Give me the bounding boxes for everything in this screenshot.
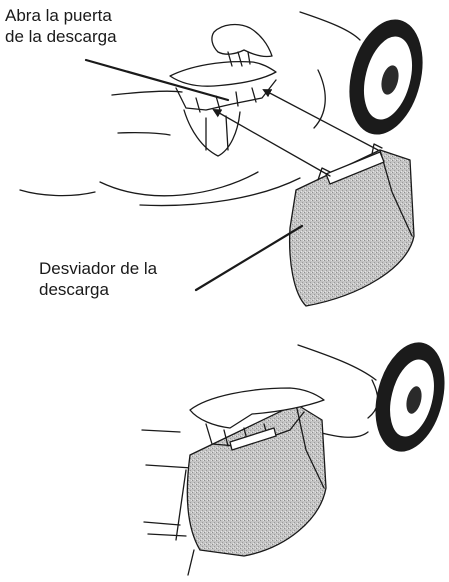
callout-open-door: Abra la puerta de la descarga (5, 5, 117, 47)
deck-outline (297, 344, 377, 381)
discharge-door-hinge (195, 87, 257, 113)
deck-outline (143, 521, 181, 526)
deck-outline (117, 131, 171, 136)
discharge-door-body (205, 115, 229, 151)
deck-outline (99, 171, 259, 197)
discharge-deflector (186, 403, 327, 557)
deck-outline (139, 177, 301, 207)
leader-line (194, 224, 304, 292)
discharge-deflector-flap (325, 151, 385, 185)
bottom-view (141, 342, 445, 576)
deck-outline (145, 464, 193, 469)
wheel-hub (406, 386, 422, 414)
discharge-deflector-edge (295, 403, 325, 489)
discharge-door (169, 60, 277, 87)
wheel-hub (381, 65, 399, 95)
deck-outline (19, 189, 96, 197)
install-arrow (212, 109, 331, 177)
hand (211, 23, 273, 58)
discharge-door (189, 387, 325, 429)
hand (227, 51, 251, 67)
install-arrow (262, 89, 379, 151)
leader-line (84, 58, 230, 102)
callout-open-door-line2: de la descarga (5, 27, 117, 46)
deck-outline (111, 90, 183, 96)
deck-outline (141, 429, 181, 433)
top-view (19, 11, 423, 307)
deck-outline (317, 431, 369, 438)
deck-outline (147, 533, 187, 537)
discharge-door-latch (229, 427, 277, 451)
callout-deflector-line1: Desviador de la (39, 259, 158, 278)
deck-outline (313, 69, 326, 129)
callout-deflector-line2: descarga (39, 280, 109, 299)
callout-deflector: Desviador de la descarga (39, 258, 157, 300)
deck-outline (299, 11, 361, 41)
callout-open-door-line1: Abra la puerta (5, 6, 112, 25)
deflector-side (175, 469, 195, 576)
discharge-deflector (288, 149, 415, 307)
discharge-deflector-hook (317, 143, 383, 181)
discharge-door-body (183, 109, 241, 157)
discharge-deflector-edge (379, 149, 413, 237)
